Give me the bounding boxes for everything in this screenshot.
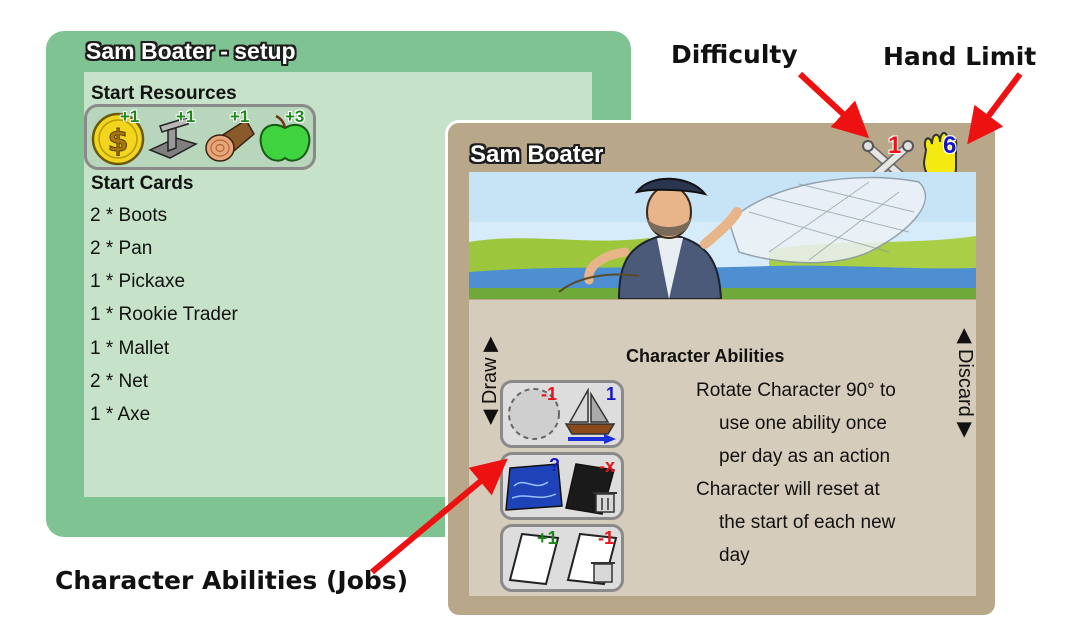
coin-badge: +1: [120, 107, 140, 126]
hand-limit-annotation: Hand Limit: [883, 42, 1037, 71]
map-card-icon: [505, 463, 563, 511]
start-card-item: 2 * Boots: [90, 205, 168, 226]
job-2-left-badge: ?: [549, 455, 560, 475]
iron-beam-icon: [148, 118, 198, 159]
start-resources-heading: Start Resources: [91, 83, 237, 104]
job-3-left-badge: +1: [537, 528, 558, 548]
discard-text: Discard: [954, 348, 976, 417]
discard-label: ◀ Discard ▶: [953, 328, 978, 438]
right-arrow-icon: ▶: [954, 416, 976, 438]
ability-text-line: day: [719, 545, 750, 566]
start-card-item: 1 * Rookie Trader: [90, 304, 238, 325]
difficulty-annotation: Difficulty: [671, 40, 798, 69]
difficulty-value: 1: [888, 132, 902, 159]
character-illustration: [469, 172, 976, 299]
draw-text: Draw: [479, 357, 501, 405]
boat-icon: [564, 388, 616, 444]
setup-title: Sam Boater - setup: [86, 38, 296, 64]
ability-text-line: Rotate Character 90° to: [696, 380, 896, 401]
empty-slot-icon: [508, 388, 560, 440]
hand-limit-value: 6: [943, 132, 957, 159]
start-card-item: 2 * Net: [90, 371, 149, 392]
jobs-annotation: Character Abilities (Jobs): [55, 566, 409, 595]
apple-icon: [259, 114, 311, 162]
start-card-item: 1 * Axe: [90, 404, 151, 425]
discard-card-icon: [565, 463, 617, 515]
start-cards-heading: Start Cards: [91, 173, 194, 194]
job-3-right-badge: -1: [598, 528, 615, 548]
ability-text-line: the start of each new: [719, 512, 896, 533]
apple-badge: +3: [285, 107, 305, 126]
left-arrow-icon: ◀: [954, 328, 976, 349]
left-arrow-icon: ◀: [479, 404, 501, 425]
wood-badge: +1: [230, 107, 250, 126]
discard-white-card-icon: [566, 532, 618, 586]
abilities-heading: Character Abilities: [626, 346, 785, 366]
coin-icon: $: [91, 112, 145, 166]
svg-text:$: $: [108, 124, 129, 159]
start-card-item: 1 * Mallet: [90, 338, 170, 359]
difficulty-arrow: [797, 71, 870, 139]
wood-log-icon: [205, 118, 255, 162]
character-name: Sam Boater: [470, 141, 604, 168]
job-1-right-badge: 1: [606, 384, 617, 404]
draw-card-icon: [508, 532, 560, 586]
ability-text-line: use one ability once: [719, 413, 887, 434]
iron-badge: +1: [176, 107, 196, 126]
job-1-left-badge: -1: [541, 384, 558, 404]
start-card-item: 1 * Pickaxe: [90, 271, 186, 292]
start-card-item: 2 * Pan: [90, 238, 153, 259]
draw-label: ◀ Draw ▶: [477, 336, 502, 425]
job-2-right-badge: -x: [599, 456, 616, 476]
ability-text-line: Character will reset at: [696, 479, 880, 500]
ability-text-line: per day as an action: [719, 446, 891, 467]
right-arrow-icon: ▶: [479, 336, 501, 358]
